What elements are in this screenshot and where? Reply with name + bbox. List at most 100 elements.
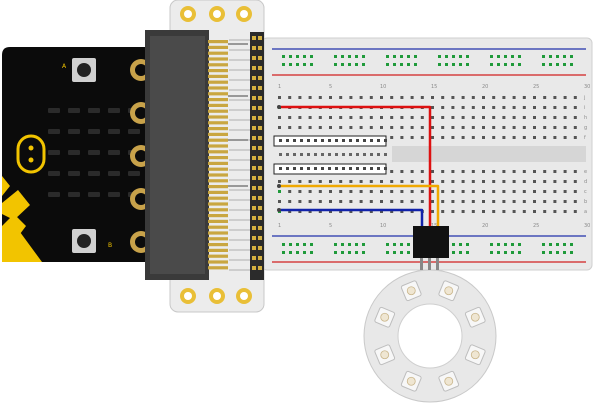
rail-hole — [563, 243, 566, 246]
logo-dot-top — [28, 145, 34, 151]
rail-hole — [334, 55, 337, 58]
edge-connector-fingers — [208, 40, 228, 270]
rail-hole — [452, 63, 455, 66]
rail-hole — [490, 251, 493, 254]
edge-finger — [208, 98, 228, 102]
rail-hole — [504, 63, 507, 66]
rail-hole — [563, 55, 566, 58]
led-pixel — [88, 129, 100, 134]
terminal-hole — [441, 190, 445, 193]
terminal-hole — [553, 116, 557, 119]
jumper-dot — [286, 139, 289, 142]
terminal-hole — [482, 96, 485, 99]
jumper-dot — [363, 153, 366, 156]
jumper-dot — [279, 139, 282, 142]
led-pixel — [68, 171, 80, 176]
rail-hole — [542, 251, 545, 254]
header-pin — [252, 106, 256, 110]
terminal-hole — [318, 126, 322, 129]
terminal-hole — [461, 170, 465, 173]
terminal-hole — [380, 210, 383, 213]
rail-hole — [341, 63, 344, 66]
terminal-hole — [553, 180, 557, 183]
led-pixel — [48, 192, 60, 197]
power-wire[interactable] — [279, 105, 432, 230]
rail-hole — [400, 243, 403, 246]
edge-finger — [208, 40, 228, 44]
edge-finger — [208, 57, 228, 61]
terminal-hole — [471, 170, 475, 173]
terminal-hole — [553, 190, 557, 193]
rail-hole — [556, 63, 559, 66]
button-b-cap[interactable] — [77, 234, 91, 248]
rail-hole — [438, 55, 441, 58]
button-b[interactable]: B — [72, 229, 112, 253]
terminal-hole — [512, 180, 516, 183]
rail-hole — [289, 251, 292, 254]
terminal-hole — [298, 190, 302, 193]
terminal-hole — [512, 96, 516, 99]
terminal-hole — [573, 210, 577, 213]
ring-led-lens — [444, 286, 454, 296]
led-pixel — [128, 171, 140, 176]
terminal-hole — [359, 96, 363, 99]
rail-hole — [466, 251, 469, 254]
button-a-cap[interactable] — [77, 63, 91, 77]
button-a[interactable]: A — [62, 58, 96, 82]
edge-finger — [208, 260, 228, 264]
jumper-dot — [370, 153, 373, 156]
terminal-hole — [543, 170, 547, 173]
rail-hole — [466, 63, 469, 66]
terminal-hole — [431, 200, 434, 203]
connector-pin — [436, 258, 439, 270]
terminal-hole — [359, 210, 363, 213]
ring-led-lens — [380, 312, 390, 322]
rail-hole — [570, 55, 573, 58]
terminal-hole — [349, 180, 353, 183]
terminal-hole — [482, 190, 485, 193]
terminal-hole — [573, 200, 577, 203]
rail-hole — [282, 251, 285, 254]
edge-finger — [208, 51, 228, 55]
terminal-hole — [390, 210, 394, 213]
rail-hole — [511, 243, 514, 246]
edge-pad-hole — [135, 236, 147, 248]
terminal-hole — [349, 200, 353, 203]
terminal-hole — [522, 210, 526, 213]
edge-finger — [208, 161, 228, 165]
rail-hole — [386, 63, 389, 66]
mounting-hole-center — [184, 10, 192, 18]
terminal-hole — [451, 210, 455, 213]
terminal-hole — [390, 126, 394, 129]
header-pin — [252, 56, 256, 60]
edge-pad-hole — [135, 107, 147, 119]
terminal-hole — [563, 190, 567, 193]
terminal-hole — [533, 180, 536, 183]
terminal-hole — [390, 190, 394, 193]
rail-hole — [511, 55, 514, 58]
terminal-hole — [502, 210, 506, 213]
terminal-hole — [492, 190, 496, 193]
jumper-dot — [335, 167, 338, 170]
edge-finger — [208, 150, 228, 154]
rail-hole — [459, 55, 462, 58]
jumper-dot — [300, 153, 303, 156]
signal-wire[interactable] — [279, 184, 440, 230]
led-pixel — [88, 108, 100, 113]
rail-hole — [310, 55, 313, 58]
ground-wire[interactable] — [279, 208, 424, 230]
terminal-hole — [512, 126, 516, 129]
rail-hole — [452, 251, 455, 254]
terminal-hole — [471, 126, 475, 129]
led-pixel — [108, 150, 120, 155]
row-letter: h — [584, 115, 587, 121]
mounting-hole-center — [240, 10, 248, 18]
terminal-hole — [553, 136, 557, 139]
terminal-hole — [533, 210, 536, 213]
jumper-dot — [363, 167, 366, 170]
edge-finger — [208, 167, 228, 171]
terminal-hole — [451, 170, 455, 173]
terminal-hole — [278, 180, 281, 183]
terminal-hole — [420, 170, 424, 173]
terminal-hole — [441, 200, 445, 203]
